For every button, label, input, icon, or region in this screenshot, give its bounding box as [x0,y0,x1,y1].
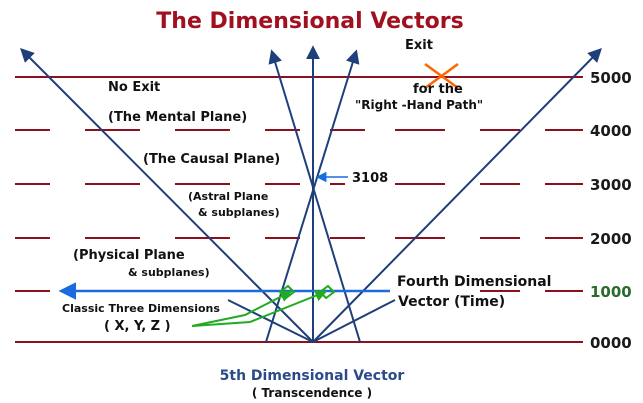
level-label-1000: 1000 [590,283,632,301]
vector-lower-right [312,299,396,343]
dimensional-vectors [20,45,602,343]
level-label-0000: 0000 [590,334,632,352]
astral-plane-label: (Astral Plane [188,190,268,203]
level-label-5000: 5000 [590,69,632,87]
right-hand-path-label: "Right -Hand Path" [355,98,483,112]
vector-right-outer [312,48,602,343]
level-label-4000: 4000 [590,122,632,140]
for-the-label: for the [413,82,463,97]
level-label-2000: 2000 [590,230,632,248]
exit-label: Exit [405,38,433,53]
no-exit-label: No Exit [108,80,160,95]
causal-plane-label: (The Causal Plane) [143,152,280,167]
level-label-3000: 3000 [590,176,632,194]
astral-subplanes-label: & subplanes) [198,206,280,219]
vector-lower-left [227,299,314,343]
mental-plane-label: (The Mental Plane) [108,110,247,125]
diagram-title: The Dimensional Vectors [156,9,463,34]
time-vector-label: Vector (Time) [398,294,505,310]
transcendence-label: ( Transcendence ) [252,386,372,400]
value-3108-label: 3108 [352,171,388,186]
fifth-dimension-label: 5th Dimensional Vector [220,368,405,384]
xyz-pointers [191,284,336,327]
exit-cross-mark [424,62,459,90]
physical-plane-label: (Physical Plane [73,248,185,263]
physical-subplanes-label: & subplanes) [128,266,210,279]
classic-three-dimensions-label: Classic Three Dimensions [62,302,220,315]
vector-left-outer [20,48,314,343]
vector-inner-left [268,49,361,343]
fourth-dimension-label: Fourth Dimensional [397,274,551,290]
xyz-label: ( X, Y, Z ) [104,319,171,334]
